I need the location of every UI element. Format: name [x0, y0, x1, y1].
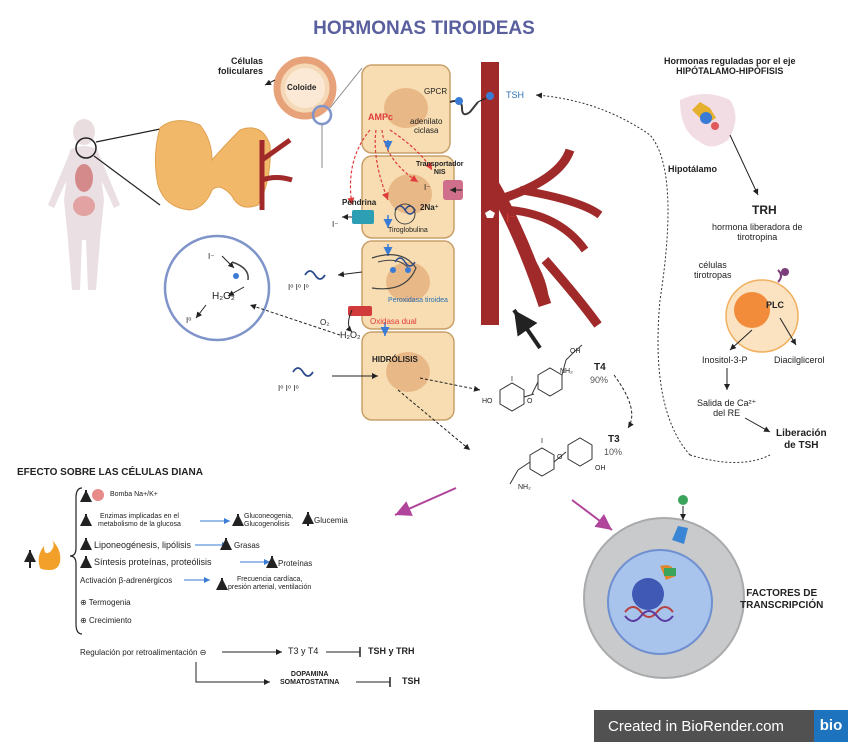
- peroxidasa-label: Peroxidasa tiroidea: [388, 297, 448, 304]
- target-cell-nucleus: [583, 495, 745, 679]
- flame-icon: [38, 540, 61, 570]
- liberacion-tsh-label: Liberación de TSH: [776, 428, 827, 451]
- increase-arrows: [24, 490, 314, 590]
- effect-lipo: Liponeogénesis, lipólisis: [94, 540, 192, 550]
- small-vessel-icon: [259, 137, 293, 210]
- zoom-iodide-label: I⁻: [208, 252, 215, 261]
- t4-percent: 90%: [590, 375, 609, 385]
- effect-grasas: Grasas: [234, 541, 260, 550]
- effect-termogenia-text: Termogenia: [88, 598, 131, 607]
- t3-o-label: O: [557, 454, 563, 461]
- t4-oh-label: OH: [570, 348, 581, 355]
- iodide-label: I⁻: [424, 183, 431, 192]
- celulas-tirotropas-label: células tirotropas: [694, 260, 732, 281]
- thyrotrope-cell: [725, 268, 799, 353]
- t3-t4-label: T3 y T4: [288, 646, 319, 656]
- trh-description: hormona liberadora de tirotropina: [712, 222, 803, 243]
- effect-beta: Activación β-adrenérgicos: [80, 576, 173, 585]
- t3-molecule: [509, 437, 593, 485]
- trh-label: TRH: [752, 203, 777, 217]
- hipotalamo-label: Hipotálamo: [668, 164, 718, 174]
- footer-text: Created in BioRender.com: [608, 718, 784, 735]
- effect-proteinas: Proteínas: [278, 559, 313, 568]
- brain-icon: [680, 94, 736, 147]
- t4-ho-label: HO: [482, 398, 493, 405]
- t4-iodine-label: I: [511, 376, 513, 383]
- dopamina-label: DOPAMINA SOMATOSTATINA: [280, 671, 340, 687]
- h2o2-label: H₂O₂: [340, 330, 361, 340]
- effect-crecimiento: ⊕ Crecimiento: [80, 616, 132, 625]
- effect-frecuencia: Frecuencia cardíaca, presión arterial, v…: [228, 576, 312, 592]
- effect-gluconeogenia: Gluconeogenia, Glucogenolisis: [244, 513, 294, 529]
- coloide-label: Coloide: [287, 83, 317, 92]
- human-body-icon: [48, 119, 120, 290]
- page-title: HORMONAS TIROIDEAS: [313, 18, 535, 39]
- factores-label: FACTORES DE TRANSCRIPCIÓN: [740, 588, 824, 611]
- effect-glucemia: Glucemia: [314, 516, 348, 525]
- i0-group-2: I⁰ I⁰ I⁰: [278, 384, 299, 393]
- celulas-foliculares-label: Células foliculares: [218, 56, 264, 77]
- pendrina-label: Pendrina: [342, 198, 377, 207]
- gpcr-label: GPCR: [424, 87, 448, 96]
- tiroglobulina-label: Tiroglobulina: [388, 227, 428, 234]
- oxidasa-label: Oxidasa dual: [370, 317, 417, 326]
- biorender-logo: bio: [814, 710, 848, 742]
- effect-termogenia: ⊕ Termogenia: [80, 598, 131, 607]
- thyroid-gland-icon: [154, 120, 271, 211]
- transportador-nis-label: Transportador NIS: [416, 161, 464, 177]
- i0-group-1: I⁰ I⁰ I⁰: [288, 283, 309, 292]
- t4-o-label: O: [527, 398, 533, 405]
- iodide-blood-label: I⁻: [506, 211, 516, 225]
- effect-crecimiento-text: Crecimiento: [88, 616, 132, 625]
- t4-molecule: [499, 344, 583, 412]
- adenilato-ciclasa-label: adenilato ciclasa: [410, 117, 443, 136]
- axis-header: Hormonas reguladas por el eje HIPÓTALAMO…: [664, 56, 796, 77]
- effects-header: EFECTO SOBRE LAS CÉLULAS DIANA: [17, 467, 203, 478]
- t3-percent: 10%: [604, 447, 623, 457]
- zoom-i0-label: I⁰: [186, 316, 192, 325]
- t4-label: T4: [594, 362, 606, 373]
- follicular-cells: [361, 64, 455, 421]
- plc-label: PLC: [766, 300, 784, 310]
- t3-nh2-label: NH₂: [518, 484, 531, 491]
- effect-sintesis: Síntesis proteínas, proteólisis: [94, 557, 212, 567]
- t3-label: T3: [608, 434, 620, 445]
- iodide-out-label: I⁻: [332, 220, 339, 229]
- two-na-label: 2Na⁺: [420, 203, 439, 212]
- tsh-trh-label: TSH y TRH: [368, 646, 415, 656]
- blood-vessel-icon: [481, 62, 603, 328]
- hidrolisis-label: HIDRÓLISIS: [372, 355, 418, 364]
- regulation-label: Regulación por retroalimentación ⊖: [80, 648, 207, 657]
- effect-enzimas: Enzimas implicadas en el metabolismo de …: [98, 513, 181, 529]
- zoom-circle: [163, 234, 271, 342]
- ampc-label: AMPc: [368, 112, 394, 122]
- effect-bomba: Bomba Na+/K+: [110, 491, 158, 498]
- inositol-label: Inositol-3-P: [702, 355, 748, 365]
- salida-ca-label: Salida de Ca²⁺ del RE: [697, 398, 757, 419]
- t3-iodine-label: I: [541, 438, 543, 445]
- t4-nh2-label: NH₂: [560, 368, 573, 375]
- diacilglicerol-label: Diacilglicerol: [774, 355, 825, 365]
- t3-oh-label: OH: [595, 465, 606, 472]
- o2-label: O₂: [320, 318, 330, 327]
- tsh-inhibit-label: TSH: [402, 676, 420, 686]
- tsh-label: TSH: [506, 90, 524, 100]
- zoom-h2o2-label: H₂O₂: [212, 291, 235, 302]
- footer-badge[interactable]: Created in BioRender.com bio: [594, 710, 848, 742]
